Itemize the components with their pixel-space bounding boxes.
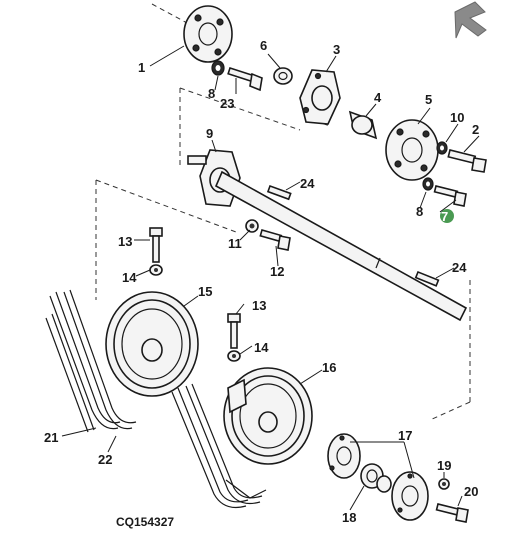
callout-11: 11	[228, 236, 242, 251]
washer-8-top	[211, 60, 225, 76]
pulley-15	[105, 291, 199, 397]
pulley-16	[223, 367, 313, 465]
bolt-7	[433, 185, 467, 207]
callout-14-middle: 14	[254, 340, 269, 355]
washer-10	[436, 141, 448, 155]
hub-flange-3	[299, 69, 341, 125]
callout-13-middle: 13	[252, 298, 266, 313]
bearing-flange-17-left	[327, 433, 361, 479]
callout-23: 23	[220, 96, 234, 111]
callout-24-top: 24	[300, 176, 315, 191]
callout-7: 7	[441, 209, 448, 224]
nut-6	[273, 67, 293, 85]
callout-4: 4	[374, 90, 382, 105]
callout-8-top: 8	[208, 86, 215, 101]
belt-21	[49, 291, 121, 430]
bearing-flange-17-right	[391, 471, 429, 521]
callout-1: 1	[138, 60, 145, 75]
callout-12: 12	[270, 264, 284, 279]
callout-13-left: 13	[118, 234, 132, 249]
bolt-20	[435, 503, 469, 523]
callout-2: 2	[472, 122, 479, 137]
nut-19	[438, 478, 450, 490]
bushing-4	[348, 110, 378, 140]
coupler-disc-5	[385, 119, 439, 181]
washer-8-lower	[422, 177, 434, 191]
leader-lines	[61, 45, 480, 511]
callout-18: 18	[342, 510, 356, 525]
callout-10: 10	[450, 110, 464, 125]
callout-5: 5	[425, 92, 432, 107]
callout-22: 22	[98, 452, 112, 467]
nut-14-middle	[227, 350, 241, 362]
callout-labels: 1 2 3 4 5 6 7 8 8 9 10 11 12 13 13 14 14…	[44, 38, 479, 525]
callout-8-lower: 8	[416, 204, 423, 219]
callout-6: 6	[260, 38, 267, 53]
callout-14-left: 14	[122, 270, 137, 285]
callout-9: 9	[206, 126, 213, 141]
bolt-12	[259, 229, 291, 251]
nut-14-left	[149, 264, 163, 276]
bolt-13-middle	[227, 313, 241, 349]
bearing-18	[360, 463, 392, 493]
drawing-id: CQ154327	[116, 515, 174, 529]
bolt-2	[447, 149, 487, 173]
callout-17: 17	[398, 428, 412, 443]
callout-21: 21	[44, 430, 58, 445]
arrow-icon	[454, 1, 487, 39]
callout-24-bottom: 24	[452, 260, 467, 275]
drive-shaft	[214, 170, 468, 322]
callout-16: 16	[322, 360, 336, 375]
bolt-13-left	[149, 227, 163, 263]
callout-7-highlight	[440, 209, 454, 223]
callout-3: 3	[333, 42, 340, 57]
key-24-top	[266, 184, 292, 201]
key-24-bottom	[414, 270, 440, 287]
belt-lower-pair	[171, 383, 267, 509]
callout-20: 20	[464, 484, 478, 499]
callout-19: 19	[437, 458, 451, 473]
nut-11	[245, 219, 259, 233]
coupler-disc-1	[183, 5, 233, 63]
belt-22	[45, 289, 137, 433]
callout-15: 15	[198, 284, 212, 299]
bolt-23	[227, 66, 263, 92]
